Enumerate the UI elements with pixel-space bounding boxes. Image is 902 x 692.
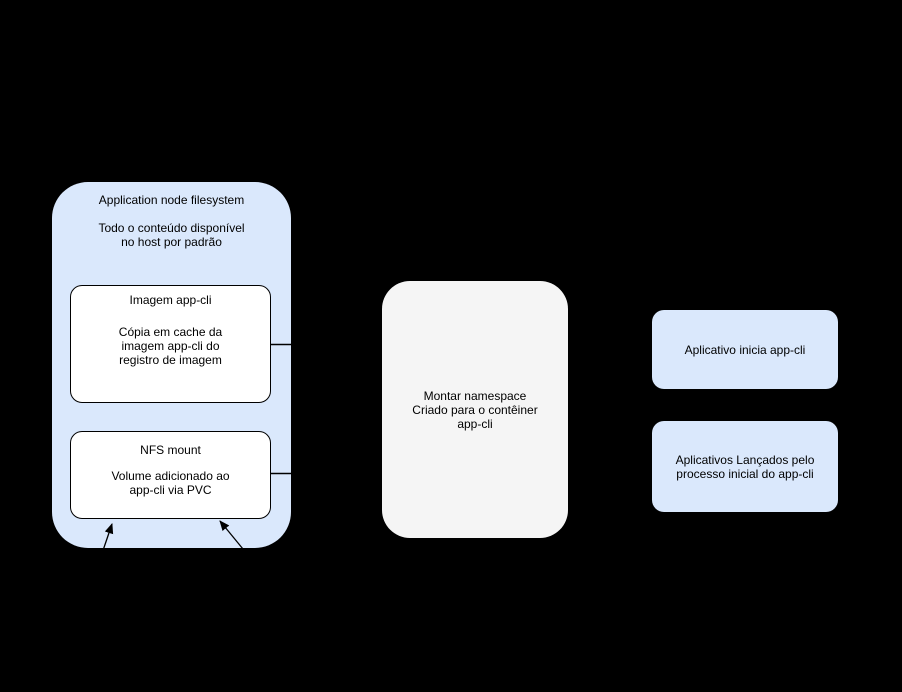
node-fs-text-block: Application node filesystem Todo o conte…: [52, 193, 291, 249]
image-box-title: Imagem app-cli: [129, 293, 212, 307]
app-start-label: Aplicativo inicia app-cli: [684, 342, 806, 357]
nfs-mount-node: NFS mount Volume adicionado ao app-cli v…: [70, 431, 271, 519]
mount-namespace-node: Montar namespace Criado para o contêiner…: [382, 281, 568, 538]
apps-launched-line: processo inicial do app-cli: [676, 466, 814, 481]
apps-launched-node: Aplicativos Lançados pelo processo inici…: [652, 421, 838, 512]
apps-launched-line: Aplicativos Lançados pelo: [675, 452, 815, 467]
nfs-box-line: Volume adicionado ao: [111, 469, 230, 483]
app-start-node: Aplicativo inicia app-cli: [652, 310, 838, 389]
spacer: [71, 457, 270, 469]
image-box-line: Cópia em cache da: [118, 325, 223, 339]
node-fs-title: Application node filesystem: [98, 193, 245, 207]
spacer: [71, 307, 270, 325]
imagem-app-cli-node: Imagem app-cli Cópia em cache da imagem …: [70, 285, 271, 403]
nfs-box-title: NFS mount: [140, 443, 201, 457]
node-fs-subtitle-line: no host por padrão: [121, 235, 222, 249]
image-box-line: imagem app-cli do: [121, 339, 220, 353]
namespace-line: app-cli: [457, 416, 493, 431]
namespace-line: Criado para o contêiner: [412, 402, 538, 417]
nfs-box-line: app-cli via PVC: [129, 483, 212, 497]
node-fs-subtitle-line: Todo o conteúdo disponível: [98, 221, 245, 235]
namespace-line: Montar namespace: [423, 388, 527, 403]
spacer: [52, 207, 291, 221]
application-node-filesystem-group: Application node filesystem Todo o conte…: [52, 182, 291, 548]
image-box-line: registro de imagem: [119, 353, 222, 367]
